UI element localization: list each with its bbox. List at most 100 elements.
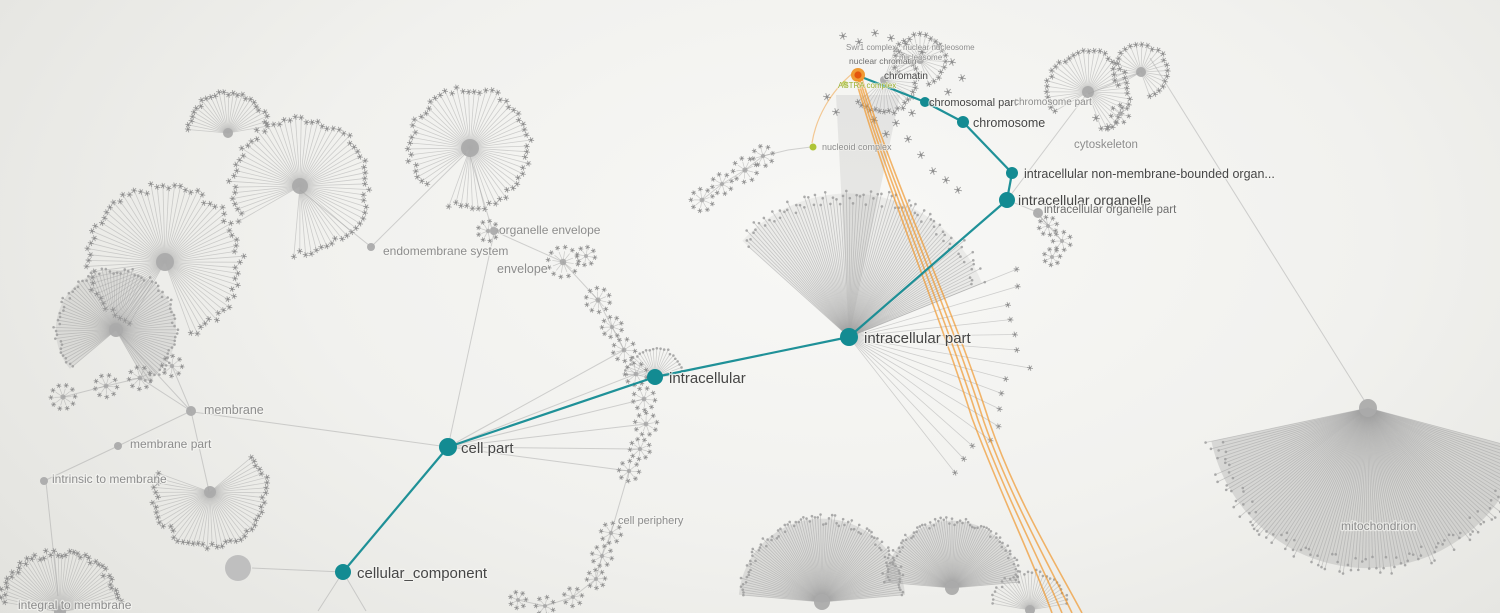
leaf-node-icon [232,264,239,271]
leaf-node-icon [586,570,592,576]
flower-cluster [627,436,653,462]
leaf-node-icon [607,300,613,306]
label-nuclear-nucleosome[interactable]: nuclear nucleosome [902,42,976,52]
leaf-node-icon [360,215,367,222]
label-membrane[interactable]: membrane [203,402,265,418]
leaf-node-icon [1122,46,1129,53]
graph-node-intracellular-organelle[interactable] [999,192,1015,208]
leaf-node-icon [1161,78,1168,85]
leaf-node-icon [117,198,124,205]
label-swr1-complex[interactable]: Swr1 complex [845,42,897,52]
leaf-node-icon [143,384,150,390]
graph-node-intracellular-non-membrane-bounded-organelle[interactable] [1006,167,1018,179]
label-chromosome-part[interactable]: chromosome part [1013,96,1093,109]
label-mitochondrion[interactable]: mitochondrion [1340,518,1418,534]
label-cellular-component[interactable]: cellular_component [356,564,489,583]
label-cell-periphery[interactable]: cell periphery [617,514,685,528]
graph-node-intracellular-part[interactable] [840,328,858,346]
flower-cluster [632,410,660,437]
leaf-node-icon [425,105,432,112]
graph-nodes[interactable] [335,68,1018,580]
leaf-node-icon [912,84,919,91]
graph-node-cellular-component[interactable] [335,564,351,580]
leaf-node-icon [152,489,159,496]
leaf-node-icon [513,589,519,595]
graph-labels[interactable]: cellular_component cell part intracellular… [17,42,1418,613]
leaf-node-icon [252,462,259,469]
leaf-node-icon [594,285,600,291]
flower-cluster [1036,214,1060,238]
flower-cluster [159,353,185,379]
leaf-node-icon [153,509,160,516]
highlighted-node-green-0[interactable] [809,143,817,151]
label-chromatin[interactable]: chromatin [883,70,929,83]
leaf-node-icon [589,551,595,557]
flower-cluster [1108,102,1132,125]
label-intracellular-organelle-part[interactable]: intracellular organelle part [1043,203,1179,217]
leaf-node-icon [1163,61,1170,68]
graph-node-chromosome[interactable] [957,116,969,128]
label-chromosome[interactable]: chromosome [972,115,1047,131]
leaf-node-icon [207,94,214,101]
label-endomembrane-system[interactable]: endomembrane system [382,243,510,259]
leaf-node-icon [1146,93,1153,100]
leaf-node-icon [17,559,24,566]
leaf-node-icon [104,394,110,400]
leaf-node-icon [432,94,439,101]
label-intracellular-non-membrane-bounded-organelle[interactable]: intracellular non-membrane-bounded organ… [1023,166,1276,182]
label-astra-complex[interactable]: ASTRA complex [837,80,897,90]
fan-cluster [52,267,180,384]
leaf-node-icon [174,538,181,545]
leaf-node-icon [765,144,771,150]
leaf-node-icon [1091,114,1101,122]
leaf-node-icon [697,208,703,214]
leaf-node-icon [650,390,656,396]
leaf-node-icon [452,199,460,206]
leaf-node-icon [614,538,620,544]
leaf-node-icon [458,202,465,209]
leaf-node-icon [412,168,419,175]
leaf-node-icon [546,265,552,271]
label-cell-part[interactable]: cell part [460,439,516,458]
label-nucleoid-complex[interactable]: nucleoid complex [821,141,892,152]
leaf-node-icon [129,383,135,389]
leaf-node-icon [716,171,722,177]
graph-node-cell-part[interactable] [439,438,457,456]
leaf-node-icon [909,88,916,95]
label-intrinsic-to-membrane[interactable]: intrinsic to membrane [51,471,168,487]
label-nuclear-chromatin[interactable]: nuclear chromatin [848,55,917,66]
leaf-node-icon [630,341,636,347]
label-cytoskeleton[interactable]: cytoskeleton [1073,138,1139,152]
graph-node-intracellular[interactable] [647,369,663,385]
highlight-path-teal [342,76,1014,573]
label-intracellular-organelle[interactable]: intracellular organelle [1017,191,1153,209]
leaf-node-icon [469,205,476,212]
label-envelope[interactable]: envelope [496,261,549,277]
label-chromosomal-part[interactable]: chromosomal part [928,96,1018,110]
leaf-node-icon [650,413,656,419]
label-intracellular-part[interactable]: intracellular part [863,329,973,348]
label-intracellular[interactable]: intracellular [668,369,747,388]
leaf-node-icon [635,436,641,442]
leaf-node-icon [561,592,567,598]
label-membrane-part[interactable]: membrane part [129,436,213,452]
leaf-node-icon [233,242,240,249]
leaf-node-icon [770,150,776,156]
highlighted-node-green-1[interactable] [842,81,848,87]
leaf-node-icon [881,130,891,138]
leaf-node-icon [1116,65,1123,72]
leaf-node-icon [72,393,78,399]
leaf-node-icon [231,293,238,300]
leaf-node-icon [914,75,921,82]
label-organelle-envelope[interactable]: organelle envelope [498,222,602,238]
leaf-node-icon [264,113,271,120]
leaf-node-icon [74,550,81,557]
graph-node-chromosomal-part[interactable] [920,97,930,107]
label-nucleosome[interactable]: nucleosome [898,52,943,62]
label-integral-to-membrane[interactable]: integral to membrane [17,597,133,613]
leaf-node-icon [242,95,249,102]
leaf-node-icon [115,594,122,601]
leaf-node-icon [487,238,493,244]
leaf-node-icon [159,182,166,189]
